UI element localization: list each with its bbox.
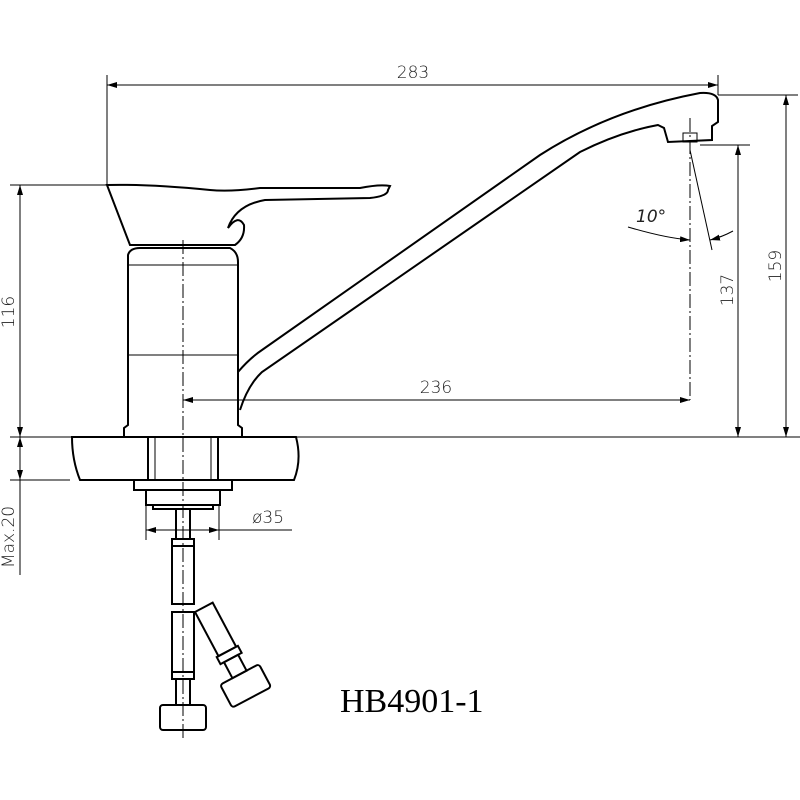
dim-outlet-angle: 10°	[636, 207, 666, 227]
dim-hole-diameter: ø35	[252, 508, 284, 528]
model-number: HB4901-1	[340, 683, 484, 720]
spout	[237, 91, 719, 411]
dim-spout-reach: 236	[420, 378, 452, 398]
outlet-angle-line	[689, 149, 713, 251]
hose-nut-straight	[159, 704, 207, 731]
dim-total-length: 283	[397, 63, 429, 83]
hose-nut-angled	[220, 664, 272, 708]
dim-body-height: 116	[0, 296, 19, 328]
angle-arc-right	[709, 230, 734, 241]
dim-total-height: 159	[766, 250, 786, 282]
countertop-section	[70, 436, 300, 510]
lever-handle	[105, 183, 392, 246]
dim-outlet-height: 137	[718, 274, 738, 306]
faucet-body	[123, 247, 243, 437]
angle-arc-left	[627, 226, 691, 243]
dim-max-thickness: Max.20	[0, 506, 19, 568]
supply-hoses	[159, 508, 272, 731]
